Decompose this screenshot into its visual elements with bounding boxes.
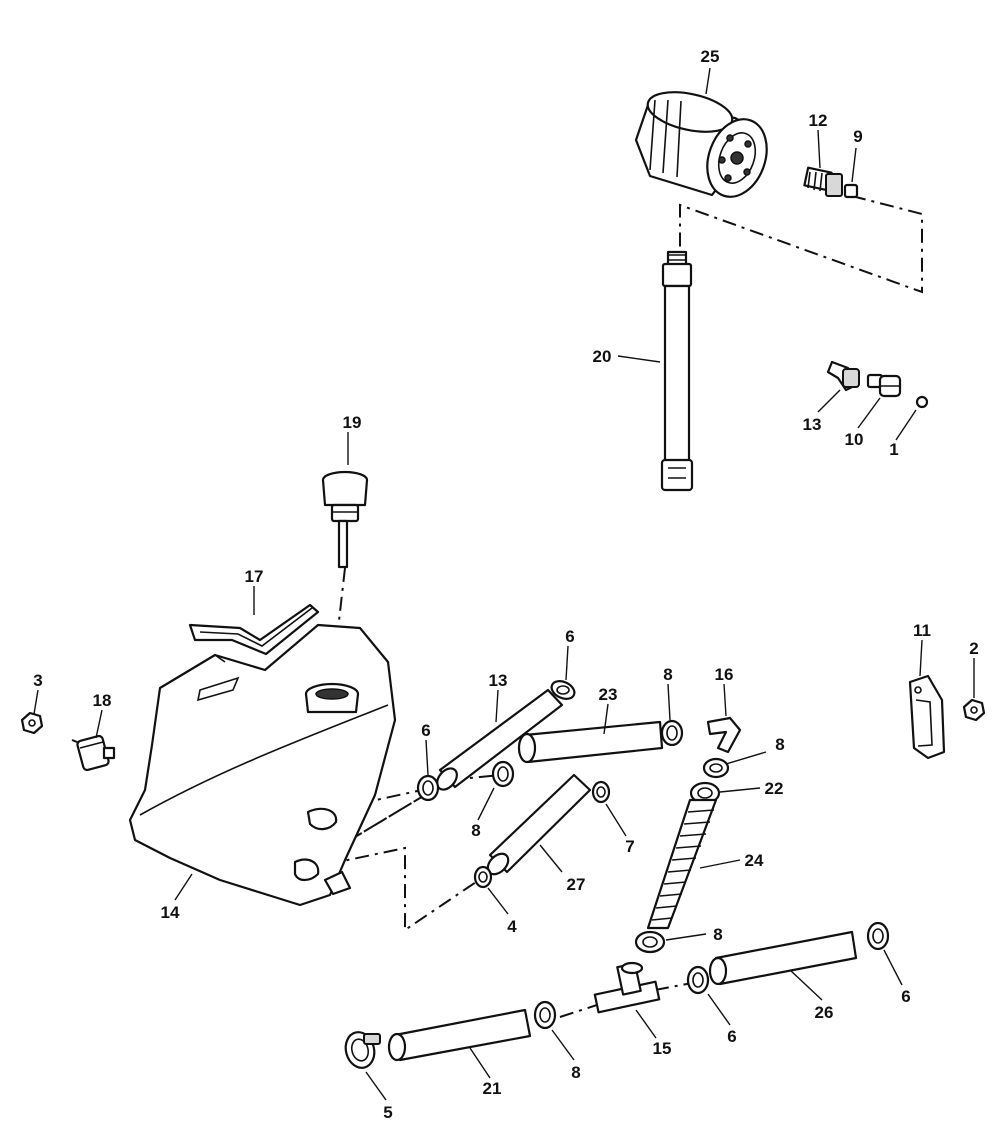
callout-3: 3 [33,671,42,690]
dashed-connection-lines [71,195,923,1018]
hose-part-27[interactable] [484,773,592,878]
strap-part-17[interactable] [188,603,320,656]
callout-23: 23 [599,685,618,704]
dipstick-part-19[interactable] [321,470,369,569]
tee-fitting-part-15[interactable] [593,961,661,1014]
clamp-part-7[interactable] [591,780,611,804]
callout-6-upper: 6 [565,627,574,646]
oil-filter-part-25[interactable] [634,85,777,205]
callout-13-lower: 13 [489,671,508,690]
hose-part-26[interactable] [708,930,858,986]
oil-tank-part-14[interactable] [128,623,397,907]
callout-20: 20 [593,347,612,366]
clamp-part-8-upper[interactable] [660,719,684,747]
callout-6-left: 6 [421,721,430,740]
clamp-part-6-right[interactable] [866,921,890,951]
clamp-part-4[interactable] [473,865,493,889]
corrugated-hose-part-24[interactable] [646,798,718,930]
bracket-part-11[interactable] [908,674,946,760]
hose-ribs [651,809,715,921]
valve-part-10[interactable] [866,373,902,398]
clamp-part-8-lower[interactable] [634,930,666,954]
callout-15: 15 [653,1039,672,1058]
hose-part-23[interactable] [517,720,664,764]
callout-10: 10 [845,430,864,449]
callout-1: 1 [889,440,898,459]
clamp-part-6-upper[interactable] [549,678,578,703]
callout-9: 9 [853,127,862,146]
callout-21: 21 [483,1079,502,1098]
clamp-part-8-bottom[interactable] [533,1000,557,1030]
callout-labels: 25 12 9 20 13 10 1 19 17 3 18 14 6 13 23… [33,47,978,1122]
clamp-part-6-left[interactable] [416,774,440,802]
callout-4: 4 [507,917,517,936]
fitting-part-12[interactable] [803,166,843,197]
callout-16: 16 [715,665,734,684]
plug-part-9[interactable] [843,183,859,199]
oil-tube-part-20[interactable] [660,250,694,492]
callout-18: 18 [93,691,112,710]
elbow-part-16[interactable] [706,716,742,754]
callout-22: 22 [765,779,784,798]
callout-2: 2 [969,639,978,658]
callout-17: 17 [245,567,264,586]
callout-7: 7 [625,837,634,856]
callout-8-bottom: 8 [571,1063,580,1082]
ball-part-1[interactable] [915,395,929,409]
hose-part-13-lower[interactable] [433,688,564,793]
callout-8-left: 8 [471,821,480,840]
elbow-fitting-part-13[interactable] [826,360,860,392]
callout-8-mid: 8 [775,735,784,754]
nut-part-3[interactable] [20,711,44,735]
clamp-part-8-left[interactable] [491,760,515,788]
callout-24: 24 [745,851,764,870]
callout-13-upper: 13 [803,415,822,434]
mount-part-18[interactable] [76,734,116,772]
leader-lines [33,67,975,1101]
clamp-part-5[interactable] [342,1029,381,1071]
callout-19: 19 [343,413,362,432]
clamps [416,678,890,1030]
clamp-part-8-mid[interactable] [702,757,730,779]
callout-26: 26 [815,1003,834,1022]
callout-25: 25 [701,47,720,66]
callout-14: 14 [161,903,180,922]
hose-part-21[interactable] [387,1008,532,1062]
callout-8-upper: 8 [663,665,672,684]
callout-12: 12 [809,111,828,130]
nut-part-2[interactable] [962,698,986,722]
callout-27: 27 [567,875,586,894]
callout-8-lower: 8 [713,925,722,944]
clamp-part-6-lower[interactable] [686,965,710,995]
callout-11: 11 [913,621,931,640]
callout-6-lower: 6 [727,1027,736,1046]
callout-5: 5 [383,1103,392,1122]
callout-6-right: 6 [901,987,910,1006]
